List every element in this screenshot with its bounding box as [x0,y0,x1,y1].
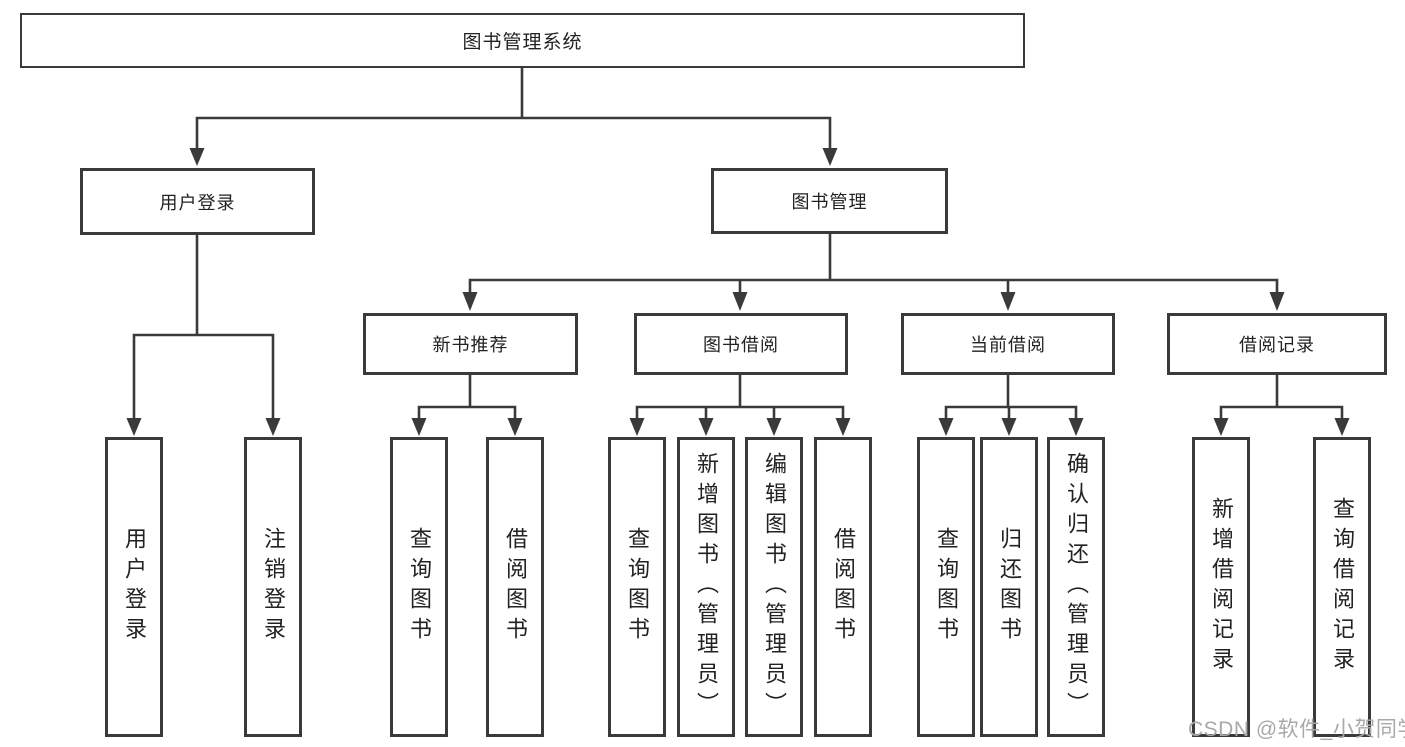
node-current-borrowing: 当前借阅 [901,313,1115,375]
connector-current-borrow-group [938,375,1084,436]
connector-new-book-group [411,375,523,436]
node-new-book-recommendation: 新书推荐 [363,313,578,375]
arrowhead [629,418,645,436]
leaf-add-borrow-record: 新增借阅记录 [1192,437,1250,737]
arrowhead [766,418,782,436]
leaf-borrow-books-recommend: 借阅图书 [486,437,544,737]
arrowhead [1068,418,1084,436]
arrowhead [411,418,427,436]
leaf-query-books-recommend: 查询图书 [390,437,448,737]
arrowhead [189,148,205,166]
node-library-system: 图书管理系统 [20,13,1025,68]
arrowhead [1213,418,1229,436]
leaf-logout: 注销登录 [244,437,302,737]
arrowhead [265,418,281,436]
leaf-user-login: 用户登录 [105,437,163,737]
arrowhead [126,418,142,436]
node-user-login: 用户登录 [80,168,315,235]
leaf-borrow-books-borrowing: 借阅图书 [814,437,872,737]
arrowhead [732,292,748,311]
leaf-add-books-admin: 新增图书（管理员） [677,437,735,737]
arrowhead [1001,418,1017,436]
arrowhead [1000,292,1016,311]
connector-user-login-branch [126,235,281,436]
connector-borrow-record-group [1213,375,1350,436]
leaf-query-books-borrowing: 查询图书 [608,437,666,737]
arrowhead [507,418,523,436]
connector-book-management-branch [462,233,1285,311]
leaf-confirm-return-admin: 确认归还（管理员） [1047,437,1105,737]
leaf-return-books: 归还图书 [980,437,1038,737]
node-book-borrowing: 图书借阅 [634,313,848,375]
csdn-watermark: CSDN @软件_小贺同学 [1188,718,1405,741]
connector-book-borrow-group [629,375,851,436]
connector-root-to-level2 [189,66,838,166]
leaf-query-books-current: 查询图书 [917,437,975,737]
node-borrowing-records: 借阅记录 [1167,313,1387,375]
arrowhead [462,292,478,311]
arrowhead [1334,418,1350,436]
arrowhead [938,418,954,436]
leaf-edit-books-admin: 编辑图书（管理员） [745,437,803,737]
node-book-management: 图书管理 [711,168,948,234]
leaf-query-borrow-record: 查询借阅记录 [1313,437,1371,737]
arrowhead [698,418,714,436]
arrowhead [1269,292,1285,311]
arrowhead [822,148,838,166]
arrowhead [835,418,851,436]
